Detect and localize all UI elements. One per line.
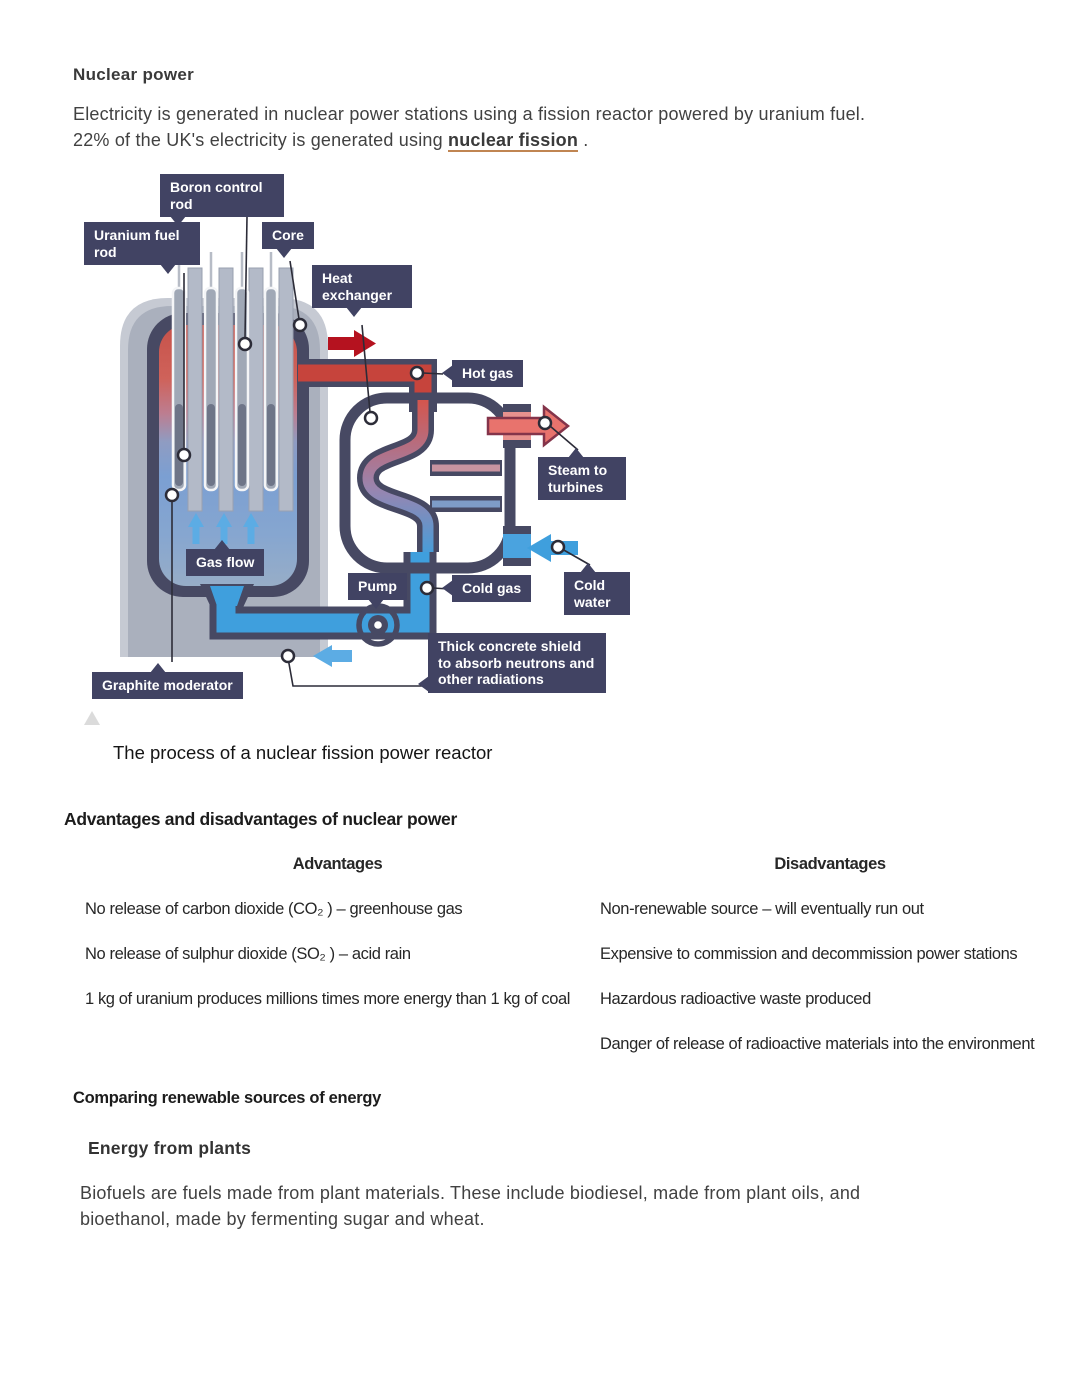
sub-heading-energy-from-plants: Energy from plants [88,1138,252,1158]
disadvantages-column-header: Disadvantages [774,855,886,873]
biofuels-paragraph: Biofuels are fuels made from plant mater… [80,1183,861,1229]
disadvantages-column: Disadvantages Non-renewable source – wil… [600,853,1060,1055]
diagram-caption: The process of a nuclear fission power r… [113,742,493,763]
label-graphite-text: Graphite moderator [102,677,233,693]
label-hot-gas: Hot gas [442,360,524,387]
gas-flow-arrows-icon [188,513,259,544]
label-pump-text: Pump [358,578,397,594]
label-cold-water-text: Cold water [574,577,611,610]
label-boron-text: Boron control rod [170,179,263,212]
intro-paragraph: Electricity is generated in nuclear powe… [73,101,893,153]
table-row: 1 kg of uranium produces millions times … [85,990,571,1008]
heat-exchanger-coil [356,400,439,552]
table-row: Danger of release of radioactive materia… [600,1035,1035,1053]
label-hot-gas-text: Hot gas [462,365,514,381]
label-heat-exchanger: Heat exchanger [312,265,412,317]
label-gas-flow: Gas flow [186,540,265,576]
label-cold-water: Cold water [564,563,630,615]
label-pointer-lines [171,216,591,687]
reactor-diagram [120,216,591,687]
boron-control-rods [187,267,294,512]
label-steam-to-turbines: Steam to turbines [538,448,626,500]
label-heat-exchanger-text: Heat exchanger [322,270,393,303]
label-pump: Pump [348,573,407,609]
label-pointer-dots [164,317,566,664]
label-thick-concrete-shield: Thick concrete shield to absorb neutrons… [418,633,606,693]
nuclear-fission-link[interactable]: nuclear fission [448,130,579,152]
label-core: Core [262,222,314,258]
label-gas-flow-text: Gas flow [196,554,255,570]
section-heading-nuclear-power: Nuclear power [73,65,195,84]
table-row: Non-renewable source – will eventually r… [600,900,924,918]
label-core-text: Core [272,227,304,243]
table-row: Expensive to commission and decommission… [600,945,1018,963]
table-row: Hazardous radioactive waste produced [600,990,871,1008]
label-uranium-fuel-rod: Uranium fuel rod [84,222,200,274]
table-row: No release of carbon dioxide (CO₂ ) – gr… [85,900,463,918]
label-cold-gas-text: Cold gas [462,580,522,596]
label-cold-gas: Cold gas [442,575,532,602]
heat-exchanger-vessel [339,392,531,574]
collapse-triangle-icon[interactable] [84,711,100,725]
section-heading-advantages-disadvantages: Advantages and disadvantages of nuclear … [64,809,457,829]
label-graphite-moderator: Graphite moderator [92,663,243,699]
label-steam-text: Steam to turbines [548,462,608,495]
cold-gas-direction-arrow-icon [313,645,352,667]
label-boron-control-rod: Boron control rod [160,174,284,226]
hot-gas-direction-arrow-icon [328,330,376,357]
advantages-column-header: Advantages [292,855,383,873]
advantages-column: Advantages No release of carbon dioxide … [85,853,590,1010]
label-shield-text: Thick concrete shield to absorb neutrons… [438,638,595,687]
section-heading-comparing-renewables: Comparing renewable sources of energy [73,1089,381,1107]
uranium-fuel-rods [171,252,279,492]
intro-text-end: . [578,130,589,150]
table-row: No release of sulphur dioxide (SO₂ ) – a… [85,945,411,963]
label-uranium-text: Uranium fuel rod [94,227,180,260]
intro-text-start: Electricity is generated in nuclear powe… [73,104,866,150]
